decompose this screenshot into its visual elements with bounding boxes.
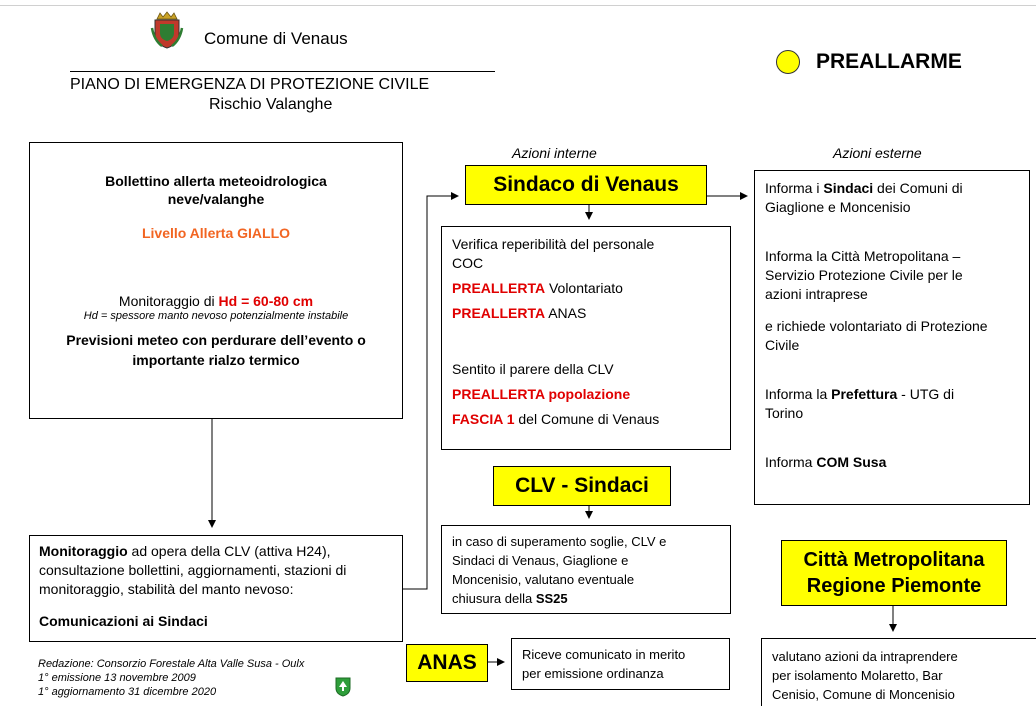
fascia-rest: del Comune di Venaus xyxy=(514,411,660,427)
ext-action-3-line1: e richiede volontariato di Protezione xyxy=(765,318,988,334)
ext-a5-pre: Informa xyxy=(765,454,817,470)
external-actions-box: Informa i Sindaci dei Comuni di Giaglion… xyxy=(754,170,1030,505)
clv-text-box: in caso di superamento soglie, CLV e Sin… xyxy=(441,525,731,614)
comune-name: Comune di Venaus xyxy=(204,29,348,48)
heading-azioni-esterne: Azioni esterne xyxy=(833,145,922,161)
monitor-line: Monitoraggio di Hd = 60-80 cm xyxy=(30,293,402,309)
title-rule xyxy=(70,71,495,72)
bulletin-line1: Bollettino allerta meteoidrologica xyxy=(105,173,327,189)
clv-text-line1: in caso di superamento soglie, CLV e xyxy=(452,534,667,549)
consorzio-logo-icon xyxy=(334,675,352,697)
status-circle-icon xyxy=(776,50,800,74)
monitoring-line1: Monitoraggio ad opera della CLV (attiva … xyxy=(39,542,402,561)
ext-action-1: Informa i Sindaci dei Comuni di xyxy=(765,179,1029,198)
metro-text-line1: valutano azioni da intraprendere xyxy=(772,649,958,664)
arrow-monitoring-to-sindaco xyxy=(403,192,459,590)
preallerta-label-2: PREALLERTA xyxy=(452,305,546,321)
clv-sindaci-box: CLV - Sindaci xyxy=(493,466,671,506)
monitor-prefix: Monitoraggio di xyxy=(118,293,219,309)
forecast-line2: importante rialzo termico xyxy=(132,352,300,368)
ext-action-2-line2: Servizio Protezione Civile per le xyxy=(765,267,963,283)
clv-text-line2: Sindaci di Venaus, Giaglione e xyxy=(452,553,629,568)
sindaco-box: Sindaco di Venaus xyxy=(465,165,707,205)
anas-text-line2: per emissione ordinanza xyxy=(522,666,664,681)
coat-of-arms-icon xyxy=(150,10,184,50)
ext-a4-bold: Prefettura xyxy=(831,386,898,402)
preallerta-volontariato: PREALLERTA Volontariato xyxy=(452,280,730,296)
monitoring-line1-rest: ad opera della CLV (attiva H24), xyxy=(127,543,331,559)
footer-line3: 1° aggiornamento 31 dicembre 2020 xyxy=(38,686,217,698)
fascia-label: FASCIA 1 xyxy=(452,411,515,427)
monitoring-line3: monitoraggio, stabilità del manto nevoso… xyxy=(39,581,294,597)
verify-line2: COC xyxy=(452,255,484,271)
ext-a4-post: - UTG di xyxy=(897,386,955,402)
anas-text-box: Riceve comunicato in merito per emission… xyxy=(511,638,730,690)
sentito-line: Sentito il parere della CLV xyxy=(452,361,614,377)
monitoring-box: Monitoraggio ad opera della CLV (attiva … xyxy=(29,535,403,642)
bulletin-box: Bollettino allerta meteoidrologica neve/… xyxy=(29,142,403,419)
monitoring-lead: Monitoraggio xyxy=(39,543,128,559)
internal-actions-box: Verifica reperibilità del personale COC … xyxy=(441,226,731,450)
clv-text-line3: Moncenisio, valutano eventuale xyxy=(452,572,635,587)
metro-text-box: valutano azioni da intraprendere per iso… xyxy=(761,638,1036,706)
preallerta-label-1: PREALLERTA xyxy=(452,280,546,296)
ext-action-3-line2: Civile xyxy=(765,337,800,353)
preallerta-rest-2: ANAS xyxy=(545,305,587,321)
preallerta-rest-1: Volontariato xyxy=(545,280,623,296)
ext-action-2-line3: azioni intraprese xyxy=(765,286,868,302)
status-label: PREALLARME xyxy=(816,50,962,73)
ext-a4-pre: Informa la xyxy=(765,386,832,402)
footer: Redazione: Consorzio Forestale Alta Vall… xyxy=(38,657,304,699)
preallerta-anas: PREALLERTA ANAS xyxy=(452,305,730,321)
page-title: PIANO DI EMERGENZA DI PROTEZIONE CIVILE xyxy=(70,76,430,93)
preallerta-popolazione: PREALLERTA popolazione xyxy=(452,386,631,402)
monitor-value: Hd = 60-80 cm xyxy=(218,293,314,309)
anas-box: ANAS xyxy=(406,644,488,682)
alert-level: Livello Allerta GIALLO xyxy=(141,225,291,241)
ext-a1-bold: Sindaci xyxy=(823,180,874,196)
ext-action-4-line2: Torino xyxy=(765,405,804,421)
clv-road: SS25 xyxy=(535,591,568,606)
forecast-line1: Previsioni meteo con perdurare dell’even… xyxy=(66,332,366,348)
ext-action-2-line1: Informa la Città Metropolitana – xyxy=(765,248,961,264)
footer-line2: 1° emissione 13 novembre 2009 xyxy=(38,672,196,684)
hd-note: Hd = spessore manto nevoso potenzialment… xyxy=(83,310,349,322)
heading-azioni-interne: Azioni interne xyxy=(512,145,597,161)
metro-label-line2: Regione Piemonte xyxy=(806,575,982,597)
ext-action-1-line2: Giaglione e Moncenisio xyxy=(765,199,911,215)
ext-action-5: Informa COM Susa xyxy=(765,453,1029,472)
metro-text-line2: per isolamento Molaretto, Bar xyxy=(772,668,943,683)
metro-label-line1: Città Metropolitana xyxy=(803,549,985,571)
anas-text-line1: Riceve comunicato in merito xyxy=(522,647,686,662)
ext-a1-pre: Informa i xyxy=(765,180,824,196)
ext-a5-bold: COM Susa xyxy=(816,454,887,470)
fascia-line: FASCIA 1 del Comune di Venaus xyxy=(452,411,730,427)
footer-line1: Redazione: Consorzio Forestale Alta Vall… xyxy=(38,658,305,670)
ext-action-4: Informa la Prefettura - UTG di xyxy=(765,385,1029,404)
metro-text-line3: Cenisio, Comune di Moncenisio xyxy=(772,687,955,702)
verify-line1: Verifica reperibilità del personale xyxy=(452,236,655,252)
citta-metropolitana-box: Città Metropolitana Regione Piemonte xyxy=(781,540,1007,606)
monitoring-line2: consultazione bollettini, aggiornamenti,… xyxy=(39,562,347,578)
ext-a1-post: dei Comuni di xyxy=(873,180,963,196)
top-rule xyxy=(0,5,1036,6)
clv-text-line4-pre: chiusura della xyxy=(452,591,536,606)
page-subtitle: Rischio Valanghe xyxy=(209,96,333,113)
monitoring-comms: Comunicazioni ai Sindaci xyxy=(39,613,208,629)
clv-text-line4: chiusura della SS25 xyxy=(452,589,730,608)
bulletin-line2: neve/valanghe xyxy=(167,191,265,207)
